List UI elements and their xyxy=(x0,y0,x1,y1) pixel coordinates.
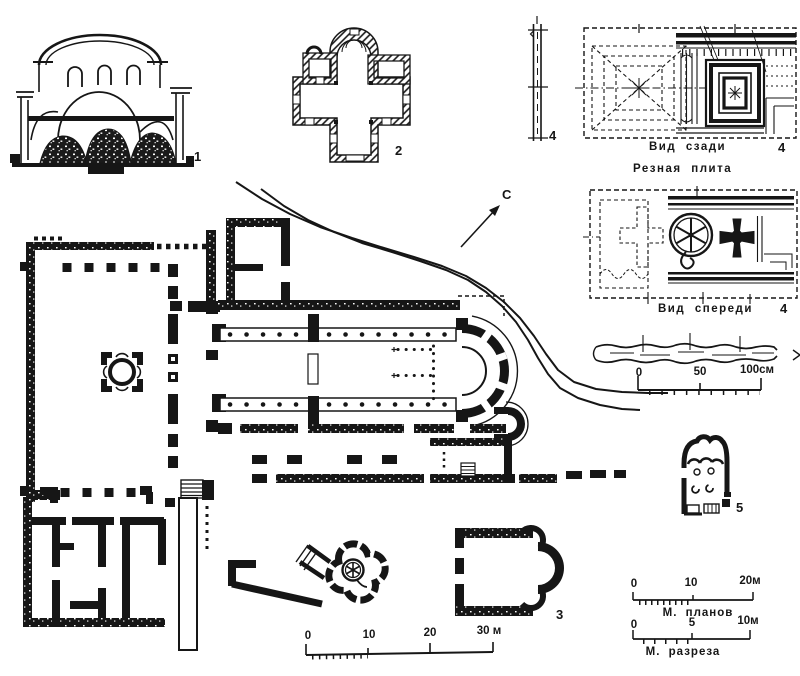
atrium-fountain xyxy=(101,352,143,392)
plans-scale-tick-10: 10 xyxy=(684,577,698,589)
fig2-label: 2 xyxy=(395,143,403,158)
south-aisle-wall xyxy=(218,423,506,434)
atrium xyxy=(20,236,216,504)
front-view-caption: Вид спереди xyxy=(658,303,753,315)
scale-bar-sections xyxy=(632,630,751,644)
ravine-lines xyxy=(235,181,668,411)
cm-scale-tick-100: 100см xyxy=(739,364,775,376)
fig3-label: 3 xyxy=(556,607,564,622)
fig2-cross-plan xyxy=(292,27,411,163)
southwest-rooms xyxy=(23,497,166,627)
diagonal-wall xyxy=(228,560,323,608)
fig1-church-section xyxy=(10,33,194,174)
sections-scale-tick-5: 5 xyxy=(688,617,696,629)
south-stylobate xyxy=(219,397,457,412)
south-annex xyxy=(252,438,626,483)
carved-plate-caption: Резная плита xyxy=(633,163,733,175)
fig4-slab-rear-view xyxy=(575,24,797,139)
fig3-triconch-chapel xyxy=(455,524,564,616)
slab-top-profile-strip xyxy=(592,333,800,365)
site-scale-tick-10: 10 xyxy=(362,629,376,641)
fig4-side-label: 4 xyxy=(549,128,557,143)
apse xyxy=(456,315,519,427)
rear-view-caption: Вид сзади xyxy=(649,141,727,153)
fig4-front-label: 4 xyxy=(780,301,788,316)
basilica xyxy=(170,295,529,447)
tetraconch-chapel xyxy=(295,540,389,604)
southeast-room xyxy=(430,438,512,483)
sections-scale-caption: М. разреза xyxy=(645,646,721,658)
fig4-slab-side-profile xyxy=(528,16,548,141)
cm-scale-tick-50: 50 xyxy=(693,366,707,378)
fig4-rear-label: 4 xyxy=(778,140,786,155)
chancel-screen-dots xyxy=(391,344,436,402)
sections-scale-tick-0: 0 xyxy=(630,619,638,631)
west-front-piers xyxy=(206,302,226,432)
site-scale-tick-0: 0 xyxy=(304,630,312,642)
plans-scale-tick-0: 0 xyxy=(630,578,638,590)
plans-scale-caption: М. планов xyxy=(662,607,734,619)
north-stylobate xyxy=(219,327,457,342)
site-plan xyxy=(20,181,668,651)
fig5-small-chapel-plan xyxy=(680,434,731,516)
sections-scale-tick-10: 10м xyxy=(737,615,759,627)
scale-bar-site-meters xyxy=(305,642,494,660)
plans-scale-tick-20: 20м xyxy=(739,575,761,587)
north-arrow-label: С xyxy=(502,187,512,202)
north-arrow xyxy=(460,205,500,248)
corridor-and-stair xyxy=(165,479,214,651)
fig4-slab-front-view xyxy=(583,186,798,304)
south-side-apse xyxy=(494,401,529,447)
north-annex-room xyxy=(206,218,290,304)
site-scale-tick-30: 30 м xyxy=(476,625,502,637)
site-scale-tick-20: 20 xyxy=(423,627,437,639)
cm-scale-tick-0: 0 xyxy=(635,367,643,379)
scale-bar-centimeters xyxy=(637,376,762,395)
scale-bar-plans xyxy=(632,592,754,605)
narthex-piers xyxy=(168,264,178,468)
fig1-label: 1 xyxy=(194,149,202,164)
fig5-label: 5 xyxy=(736,500,744,515)
